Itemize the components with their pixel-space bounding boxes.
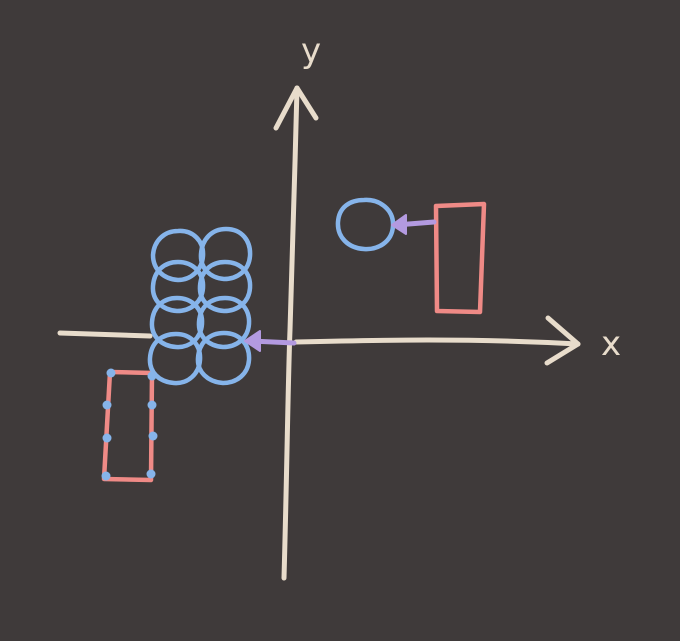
x-axis-line-right <box>293 337 581 347</box>
cluster-circle <box>197 259 253 314</box>
point <box>102 400 112 410</box>
cluster-circle <box>196 295 252 350</box>
y-axis-label: y <box>301 31 321 71</box>
y-axis <box>273 85 319 581</box>
point <box>106 368 116 378</box>
circle-cluster <box>147 226 253 386</box>
x-axis <box>57 315 581 366</box>
y-axis-arrowhead <box>273 85 319 131</box>
cluster-circle <box>147 331 203 386</box>
point <box>101 471 111 481</box>
point <box>147 400 157 410</box>
arrow-rect-to-circle <box>391 214 437 235</box>
rectangle-original <box>433 201 487 315</box>
x-axis-line-left <box>57 330 153 339</box>
rectangle-transformed <box>101 369 155 483</box>
cluster-circle <box>150 228 206 283</box>
arrow-origin-to-cluster <box>244 330 297 352</box>
point <box>146 469 156 479</box>
point <box>148 431 158 441</box>
x-axis-arrowhead <box>544 315 581 366</box>
circle-original <box>335 197 396 252</box>
cluster-circle <box>195 330 252 386</box>
y-axis-line <box>281 85 300 581</box>
x-axis-label: x <box>601 324 621 364</box>
cluster-circle <box>198 226 253 282</box>
point <box>102 433 112 443</box>
